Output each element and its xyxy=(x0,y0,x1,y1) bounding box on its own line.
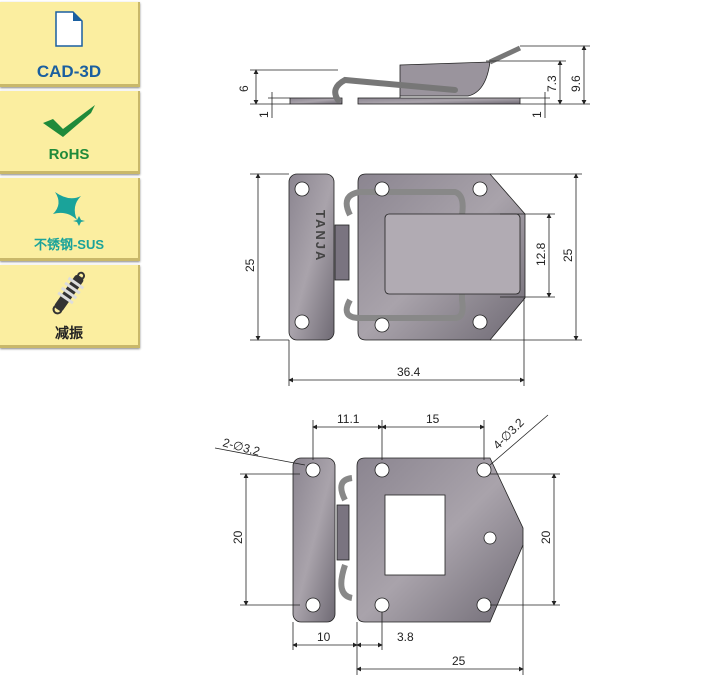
vibration-damping-badge[interactable]: 减振 xyxy=(0,265,140,348)
cad-3d-badge[interactable]: CAD-3D xyxy=(0,2,140,87)
stainless-steel-badge[interactable]: 不锈钢-SUS xyxy=(0,178,140,261)
dim-3-8: 3.8 xyxy=(397,630,414,644)
dim-36-4: 36.4 xyxy=(397,365,421,379)
dim-11-1: 11.1 xyxy=(337,412,360,426)
sparkle-icon xyxy=(0,188,138,233)
top-view xyxy=(250,173,582,386)
dim-25-left: 25 xyxy=(243,258,257,272)
vibration-damping-label: 减振 xyxy=(55,325,83,341)
side-view xyxy=(250,45,590,118)
dim-1-right: 1 xyxy=(530,111,544,118)
spring-shock-icon xyxy=(0,269,138,322)
dim-6: 6 xyxy=(237,85,251,92)
bottom-view xyxy=(214,414,560,675)
tanja-logo: TANJA xyxy=(313,210,328,262)
dim-7-3: 7.3 xyxy=(545,75,559,92)
dim-25-bottom: 25 xyxy=(452,654,466,668)
hole-label-right: 4-∅3.2 xyxy=(490,415,527,452)
rohs-badge[interactable]: RoHS xyxy=(0,91,140,174)
cad-3d-label: CAD-3D xyxy=(36,62,102,81)
dim-1-left: 1 xyxy=(257,111,271,118)
dim-15: 15 xyxy=(426,412,440,426)
dim-20-right: 20 xyxy=(539,530,553,544)
stainless-steel-label: 不锈钢-SUS xyxy=(33,237,105,252)
dim-10: 10 xyxy=(317,630,331,644)
document-icon xyxy=(0,10,138,53)
rohs-label: RoHS xyxy=(48,146,90,163)
dim-9-6: 9.6 xyxy=(569,75,583,92)
dim-12-8: 12.8 xyxy=(534,242,548,266)
dim-25-right: 25 xyxy=(561,248,575,262)
hole-label-left: 2-∅3.2 xyxy=(221,435,261,458)
dim-20-left: 20 xyxy=(231,530,245,544)
checkmark-icon xyxy=(0,103,138,142)
